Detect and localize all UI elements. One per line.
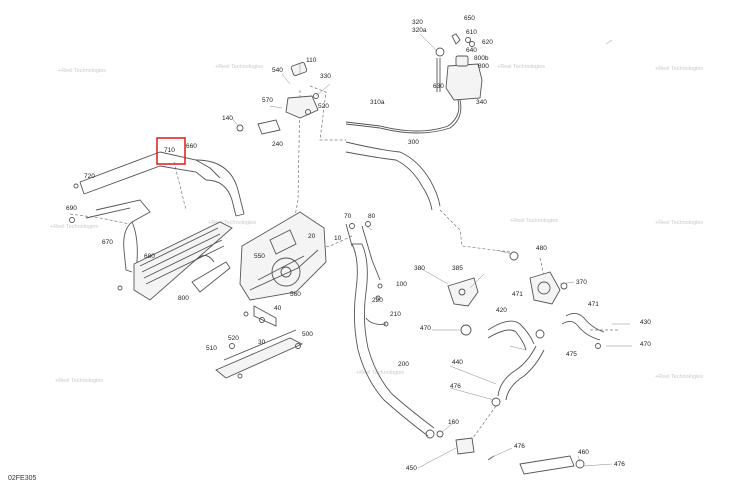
part-label: 370 [576,279,587,286]
part-label: 800 [178,295,189,302]
hose-200 [351,243,435,439]
part-label: 40 [274,305,282,312]
hose-430 [561,313,605,349]
part-label: 630 [433,83,444,90]
part-label: 340 [476,99,487,106]
part-label: 30 [258,339,266,346]
watermark: +Reel Technologies [497,64,545,70]
part-label: 80 [368,213,376,220]
part-label: 570 [262,97,273,104]
part-label: 710 [164,147,175,154]
diagram-code: 02FE305 [8,475,37,482]
part-label: 240 [272,141,283,148]
part-label: 140 [222,115,233,122]
part-label: 320a [412,27,427,34]
part-label: 420 [496,307,507,314]
part-label: 550 [254,253,265,260]
watermark: +Reel Technologies [356,370,404,376]
bracket-380 [447,277,479,307]
part-label: 460 [578,449,589,456]
part-label: 500 [302,331,313,338]
leader-lines [231,33,632,469]
part-label: 475 [566,351,577,358]
watermark: +Reel Technologies [55,378,103,384]
part-label: 210 [390,311,401,318]
part-label: 560 [290,291,301,298]
part-label: 470 [420,325,431,332]
part-label: 385 [452,265,463,272]
part-label: 380 [414,265,425,272]
part-label: 476 [614,461,625,468]
part-label: 690 [66,205,77,212]
part-label: 640 [466,47,477,54]
part-label: 440 [452,359,463,366]
hose-300 [345,141,441,211]
part-label: 330 [320,73,331,80]
coolant-reservoir [345,33,483,134]
watermark: +Reel Technologies [655,374,703,380]
lower-hoses [436,405,585,475]
watermark: +Reel Technologies [58,68,106,74]
part-label: 480 [536,245,547,252]
part-label: 620 [482,39,493,46]
part-label: 720 [84,173,95,180]
part-label: 10 [334,235,342,242]
part-label: 510 [206,345,217,352]
support-frame [69,151,245,291]
watermark: +Reel Technologies [655,220,703,226]
pump-housing [509,251,568,305]
hose-440 [491,345,545,407]
part-label: 520 [318,103,329,110]
bracket-70 [345,221,381,281]
watermark: +Reel Technologies [655,66,703,72]
fan-assembly [239,211,327,327]
part-label: 220 [372,297,383,304]
part-label: 476 [514,443,525,450]
part-label: 471 [588,301,599,308]
part-label: 470 [640,341,651,348]
part-label: 320 [412,19,423,26]
part-label: 20 [308,233,316,240]
part-label: 450 [406,465,417,472]
part-label: 610 [466,29,477,36]
part-label: 70 [344,213,352,220]
hose-210 [365,283,389,327]
part-label: 660 [186,143,197,150]
part-label: 650 [464,15,475,22]
thermostat-assembly [236,62,319,135]
part-label: 300 [408,139,419,146]
part-label: 110 [306,57,317,64]
part-label: 476 [450,383,461,390]
hose-420 [460,320,545,351]
part-label: 100 [396,281,407,288]
part-label: 430 [640,319,651,326]
lower-bracket [215,329,304,379]
part-label: 670 [102,239,113,246]
part-label: 471 [512,291,523,298]
watermark: +Reel Technologies [208,220,256,226]
part-label: 540 [272,67,283,74]
part-label: 800 [478,63,489,70]
watermark: +Reel Technologies [50,224,98,230]
part-label: 800b [474,55,489,62]
part-label: 310a [370,99,385,106]
highlight-box [156,137,186,165]
part-label: 520 [228,335,239,342]
part-labels: 320 320a 650 610 620 640 800b 800 630 34… [66,15,651,472]
part-label: 680 [144,253,155,260]
part-label: 160 [448,419,459,426]
part-label: 200 [398,361,409,368]
watermark: +Reel Technologies [215,64,263,70]
radiator [133,221,233,301]
watermark: +Reel Technologies [510,218,558,224]
watermarks: +Reel Technologies +Reel Technologies +R… [50,64,703,384]
